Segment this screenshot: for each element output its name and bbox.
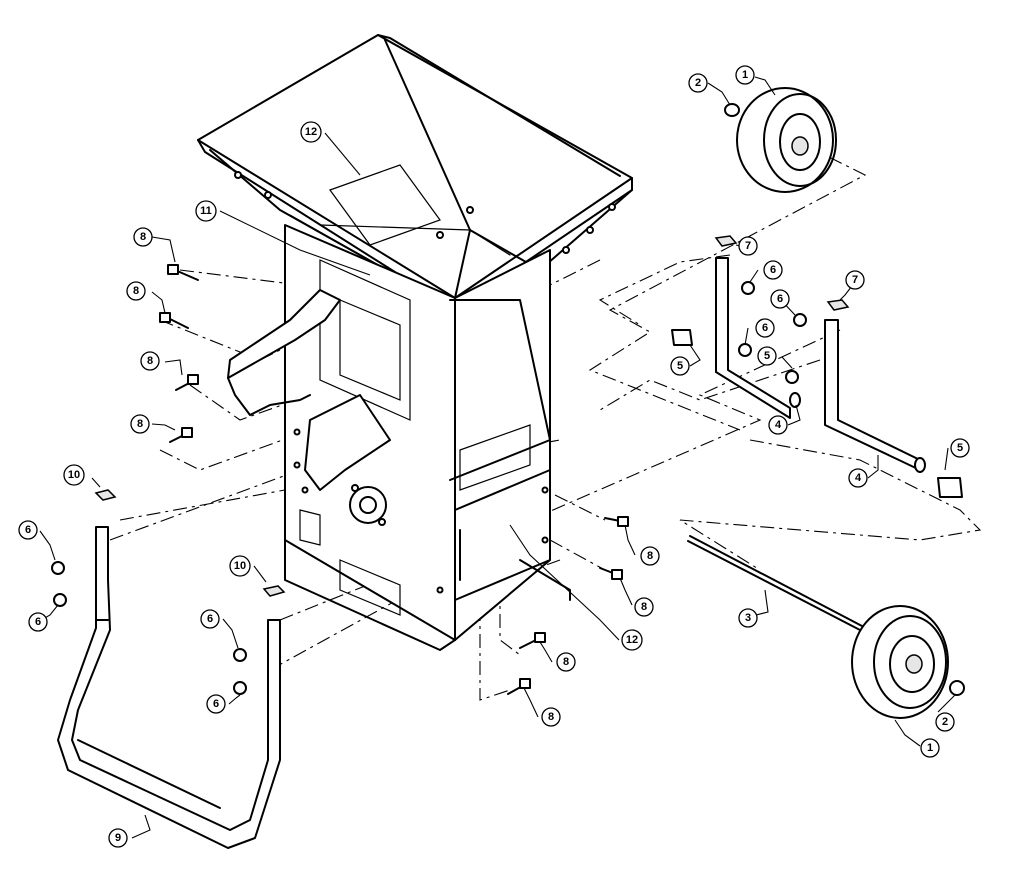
callout-6-nut-g: 6 (206, 694, 226, 714)
wheel-spacers (671, 329, 963, 498)
svg-text:4: 4 (775, 419, 782, 431)
svg-text:5: 5 (764, 350, 770, 362)
callout-7-cap-b: 7 (845, 270, 865, 290)
svg-text:8: 8 (147, 355, 153, 367)
callout-8-bolt-d: 8 (130, 414, 150, 434)
callout-7-cap-a: 7 (738, 236, 758, 256)
callout-8-bolt-c: 8 (140, 351, 160, 371)
callout-11-chute: 11 (195, 200, 217, 222)
svg-text:12: 12 (626, 634, 638, 646)
callout-1-lower-wheel: 1 (920, 738, 940, 758)
svg-text:2: 2 (695, 77, 701, 89)
callout-8-bolt-e: 8 (640, 546, 660, 566)
shredder-body (227, 224, 571, 651)
callout-8-bolt-b: 8 (126, 281, 146, 301)
callout-12-body: 12 (621, 629, 643, 651)
svg-text:8: 8 (548, 711, 554, 723)
svg-text:11: 11 (200, 205, 212, 217)
svg-text:5: 5 (677, 360, 683, 372)
callout-5-spacer-right: 5 (950, 438, 970, 458)
svg-text:7: 7 (745, 240, 751, 252)
callouts: 1 2 1 2 3 4 4 5 5 5 6 6 6 6 6 6 6 6 7 7 … (18, 65, 970, 848)
wheel-upper (736, 87, 837, 193)
callout-6-nut-d: 6 (18, 520, 38, 540)
svg-text:12: 12 (305, 126, 317, 138)
svg-text:8: 8 (140, 231, 146, 243)
callout-6-nut-b: 6 (770, 289, 790, 309)
svg-text:6: 6 (770, 264, 776, 276)
svg-text:1: 1 (742, 69, 748, 81)
svg-text:6: 6 (213, 698, 219, 710)
callout-10-cap-right: 10 (229, 555, 251, 577)
callout-8-bolt-g: 8 (556, 652, 576, 672)
hopper (197, 34, 633, 322)
svg-text:8: 8 (641, 601, 647, 613)
svg-text:5: 5 (957, 442, 963, 454)
svg-text:10: 10 (68, 469, 80, 481)
callout-2-lower-hubcap: 2 (935, 712, 955, 732)
svg-text:8: 8 (137, 418, 143, 430)
svg-text:6: 6 (207, 613, 213, 625)
callout-8-bolt-a: 8 (133, 227, 153, 247)
callout-9-handle: 9 (108, 828, 128, 848)
callout-6-nut-c: 6 (755, 318, 775, 338)
callout-5-spacer-mid: 5 (757, 346, 777, 366)
svg-text:1: 1 (927, 742, 933, 754)
svg-text:9: 9 (115, 832, 121, 844)
svg-text:10: 10 (234, 560, 246, 572)
hub-caps (724, 103, 965, 696)
svg-text:6: 6 (35, 616, 41, 628)
svg-text:2: 2 (942, 716, 948, 728)
callout-12-hopper: 12 (300, 121, 322, 143)
callout-4-right-stand: 4 (848, 468, 868, 488)
callout-2-upper-hubcap: 2 (688, 73, 708, 93)
svg-text:8: 8 (647, 550, 653, 562)
callout-1-upper-wheel: 1 (735, 65, 755, 85)
callout-10-cap-left: 10 (63, 464, 85, 486)
callout-5-spacer-left: 5 (670, 356, 690, 376)
handle-frame (57, 526, 281, 849)
callout-3-axle: 3 (738, 608, 758, 628)
axle (687, 535, 863, 631)
svg-text:8: 8 (133, 285, 139, 297)
callout-8-bolt-f: 8 (634, 597, 654, 617)
wheel-lower (851, 605, 949, 719)
svg-text:4: 4 (855, 472, 862, 484)
svg-text:8: 8 (563, 656, 569, 668)
svg-text:6: 6 (25, 524, 31, 536)
leg-stand-right (824, 319, 926, 473)
leg-stand-left (715, 257, 801, 419)
callout-6-nut-f: 6 (200, 609, 220, 629)
svg-text:3: 3 (745, 612, 751, 624)
callout-8-bolt-h: 8 (541, 707, 561, 727)
svg-text:6: 6 (777, 293, 783, 305)
svg-text:7: 7 (852, 274, 858, 286)
callout-6-nut-e: 6 (28, 612, 48, 632)
svg-text:6: 6 (762, 322, 768, 334)
hardware (51, 235, 850, 695)
callout-4-left-stand: 4 (768, 415, 788, 435)
callout-6-nut-a: 6 (763, 260, 783, 280)
